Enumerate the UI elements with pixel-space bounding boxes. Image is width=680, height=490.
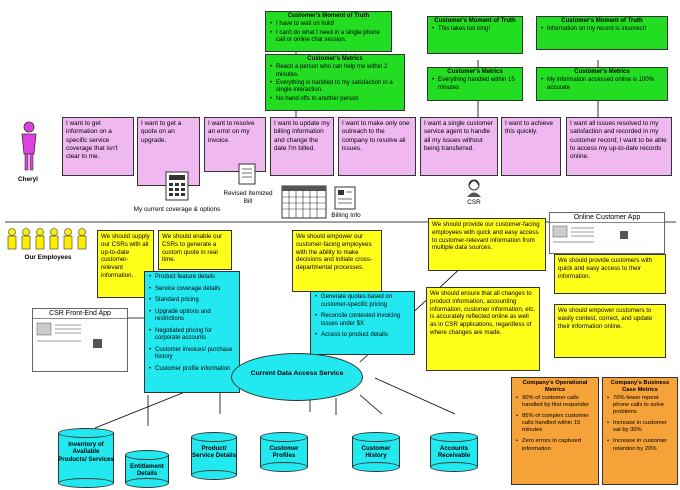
- csr-agent-icon: [465, 178, 483, 198]
- database-inventory: Inventory of Available Products/ Service…: [58, 428, 114, 488]
- customer-metrics-1: Customer's Metrics Reach a person who ca…: [265, 54, 405, 111]
- journey-step-6: I want a single customer service agent t…: [420, 117, 498, 176]
- feature-item: Standard pricing: [148, 297, 236, 305]
- metric-item: Everything handled within 15 minutes: [431, 77, 519, 92]
- moment-title: Customer's Moment of Truth: [561, 18, 643, 24]
- moment-title: Customer's Moment of Truth: [287, 13, 370, 19]
- journey-step-1: I want to get information on a specific …: [62, 117, 134, 176]
- csr-label: CSR: [467, 199, 481, 206]
- data-access-service-label: Current Data Access Service: [250, 370, 344, 377]
- person-icon: [21, 121, 37, 171]
- journey-step-5: I want to make only one outreach to the …: [338, 117, 416, 176]
- employees-icon: [4, 227, 92, 251]
- should-custom-quote: We should enable our CSRs to generate a …: [158, 230, 232, 270]
- operational-metrics: Company's Operational Metrics 90% of cus…: [511, 377, 599, 485]
- csr-front-end-app: CSR Front-End App: [32, 308, 128, 372]
- online-app-title: Online Customer App: [550, 213, 664, 223]
- feature-item: Upgrade options and restrictions: [148, 309, 236, 324]
- metric-item: Reach a person who can help me within 2 …: [269, 64, 401, 79]
- feature-item: Service coverage details: [148, 286, 236, 294]
- csr-app-title: CSR Front-End App: [33, 309, 127, 319]
- csr-features-list: Product feature details Service coverage…: [144, 271, 240, 393]
- journey-step-7: I want to achieve this quickly.: [501, 117, 561, 176]
- feature-item: Negotiated pricing for corporate account…: [148, 328, 236, 343]
- actor-name: Cheryl: [18, 176, 38, 183]
- journey-step-4: I want to update my billing information …: [270, 117, 334, 176]
- bill-icon: [238, 163, 256, 185]
- should-customer-access: We should provide customers with quick a…: [554, 254, 666, 294]
- operational-title: Company's Operational Metrics: [522, 380, 588, 394]
- capability-item: Generate quotes based on customer-specif…: [314, 294, 411, 309]
- online-customer-app: Online Customer App: [549, 212, 665, 254]
- database-label: Inventory of Available Products/ Service…: [58, 441, 114, 463]
- capability-item: Reconcile contested invoicing issues und…: [314, 313, 411, 328]
- metric-item: Everything is handled to my satisfaction…: [269, 80, 401, 95]
- feature-item: Customer profile information: [148, 366, 236, 374]
- moment-item: I have to wait on hold!: [269, 21, 388, 29]
- coverage-doc-label: My current coverage & options: [133, 206, 221, 213]
- customer-metrics-2: Customer's Metrics Everything handled wi…: [427, 67, 523, 101]
- database-label: Entitlement Details: [130, 463, 164, 478]
- business-item: 70% fewer repeat phone calls to solve pr…: [606, 395, 674, 416]
- capability-item: Access to product details: [314, 332, 411, 340]
- should-empower-employees: We should empower our customer-facing em…: [292, 230, 382, 292]
- metrics-title: Customer's Metrics: [574, 69, 630, 75]
- business-title: Company's Business Case Metrics: [610, 380, 670, 394]
- calendar-icon: [281, 185, 327, 219]
- should-customer-empower: We should empower customers to easily co…: [554, 304, 666, 358]
- database-label: Customer Profiles: [269, 445, 299, 460]
- moment-item: Information on my record is incorrect!: [540, 26, 664, 34]
- feature-item: Customer invoices/ purchase history: [148, 347, 236, 362]
- moment-item: This takes too long!: [431, 26, 519, 34]
- moment-of-truth-2: Customer's Moment of Truth This takes to…: [427, 16, 523, 54]
- metrics-title: Customer's Metrics: [447, 69, 503, 75]
- database-entitlement: Entitlement Details: [125, 450, 169, 488]
- database-product-details: Product/ Service Details: [191, 432, 237, 480]
- operational-item: Zero errors in captured information: [515, 438, 595, 452]
- should-ensure-changes: We should ensure that all changes to pro…: [426, 287, 540, 371]
- database-label: Product/ Service Details: [191, 445, 237, 460]
- employees-label: Our Employees: [24, 254, 72, 261]
- calculator-icon: [165, 171, 189, 201]
- app-screen-icon: [552, 225, 628, 243]
- metrics-title: Customer's Metrics: [307, 56, 363, 62]
- database-label: Customer History: [361, 445, 391, 460]
- feature-item: Product feature details: [148, 274, 236, 282]
- operational-item: 85% of complex customer calls handled wi…: [515, 413, 595, 434]
- bill-doc-label: Revised Itemized Bill: [223, 190, 273, 205]
- app-screen-icon: [36, 322, 102, 348]
- cheryl-figure: [16, 120, 42, 172]
- moment-title: Customer's Moment of Truth: [434, 18, 516, 24]
- database-label: Accounts Receivable: [437, 445, 471, 460]
- database-customer-history: Customer History: [352, 432, 400, 472]
- journey-step-3: I want to resolve an error on my invoice…: [204, 117, 266, 172]
- should-quick-access: We should provide our customer-facing em…: [428, 218, 546, 271]
- business-item: Increase in customer retention by 20%: [606, 438, 674, 452]
- customer-metrics-3: Customer's Metrics My information access…: [536, 67, 668, 101]
- operational-item: 90% of customer calls handled by first r…: [515, 395, 595, 409]
- employee-capabilities-list: Generate quotes based on customer-specif…: [310, 291, 415, 355]
- data-access-service: [231, 353, 363, 401]
- business-item: Increase in customer sat by 30%: [606, 420, 674, 434]
- billing-info-icon: [334, 186, 356, 210]
- business-case-metrics: Company's Business Case Metrics 70% fewe…: [602, 377, 678, 485]
- metric-item: My information accessed online is 100% a…: [540, 77, 664, 92]
- metric-item: No hand offs to another person: [269, 96, 401, 104]
- billing-doc-label: Billing Info: [331, 212, 361, 219]
- moment-item: I can't do what I need in a single phone…: [269, 30, 388, 45]
- moment-of-truth-1: Customer's Moment of Truth I have to wai…: [265, 11, 392, 52]
- moment-of-truth-3: Customer's Moment of Truth Information o…: [536, 16, 668, 50]
- database-accounts-receivable: Accounts Receivable: [430, 432, 478, 472]
- journey-step-8: I want all issues resolved to my satisfa…: [566, 117, 672, 176]
- database-customer-profiles: Customer Profiles: [260, 432, 308, 472]
